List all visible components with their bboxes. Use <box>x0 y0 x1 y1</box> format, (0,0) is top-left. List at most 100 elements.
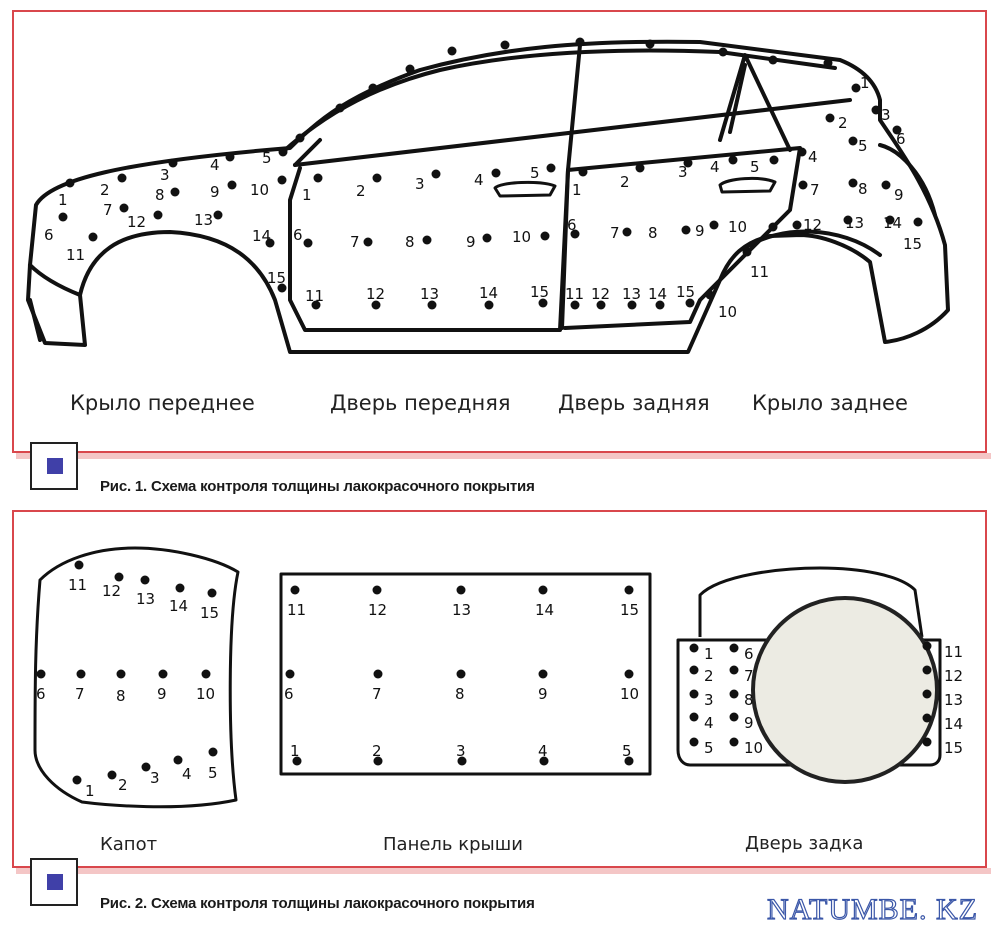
spare-wheel <box>751 596 939 784</box>
measurement-point <box>427 300 437 310</box>
point-number-label: 2 <box>356 182 366 200</box>
point-number-label: 14 <box>944 715 963 733</box>
roof-line <box>283 48 837 152</box>
measurement-point <box>290 585 300 595</box>
point-number-label: 12 <box>803 216 822 234</box>
point-number-label: 10 <box>512 228 531 246</box>
point-number-label: 8 <box>155 186 165 204</box>
point-number-label: 8 <box>116 687 126 705</box>
point-number-label: 3 <box>881 106 891 124</box>
measurement-point <box>792 220 802 230</box>
measurement-point <box>482 233 492 243</box>
point-number-label: 8 <box>858 180 868 198</box>
measurement-point <box>570 229 580 239</box>
point-number-label: 14 <box>252 227 271 245</box>
measurement-point <box>207 588 217 598</box>
part-label-tailgate: Дверь задка <box>745 833 863 854</box>
point-number-label: 7 <box>610 224 620 242</box>
point-number-label: 1 <box>302 186 312 204</box>
measurement-point <box>72 775 82 785</box>
measurement-point <box>447 46 457 56</box>
point-number-label: 8 <box>455 685 465 703</box>
measurement-point <box>922 689 932 699</box>
measurement-point <box>201 669 211 679</box>
measurement-point <box>540 231 550 241</box>
measurement-point <box>313 173 323 183</box>
measurement-point <box>153 210 163 220</box>
point-number-label: 4 <box>182 765 192 783</box>
point-number-label: 9 <box>894 186 904 204</box>
measurement-point <box>368 83 378 93</box>
figure1-frame <box>12 10 987 453</box>
point-number-label: 8 <box>648 224 658 242</box>
measurement-point <box>689 689 699 699</box>
point-number-label: 6 <box>744 645 754 663</box>
measurement-point <box>371 300 381 310</box>
measurement-point <box>848 178 858 188</box>
point-number-label: 5 <box>750 158 760 176</box>
point-number-label: 15 <box>676 283 695 301</box>
measurement-point <box>373 669 383 679</box>
part-label-front-fender: Крыло переднее <box>70 391 255 415</box>
point-number-label: 8 <box>405 233 415 251</box>
measurement-point <box>277 283 287 293</box>
point-number-label: 6 <box>567 216 577 234</box>
measurement-point <box>538 298 548 308</box>
measurement-point <box>596 300 606 310</box>
point-number-label: 15 <box>903 235 922 253</box>
point-number-label: 5 <box>858 137 868 155</box>
measurement-point <box>851 83 861 93</box>
measurement-point <box>292 756 302 766</box>
point-number-label: 2 <box>100 181 110 199</box>
measurement-point <box>158 669 168 679</box>
point-number-label: 3 <box>456 742 466 760</box>
measurement-point <box>655 300 665 310</box>
point-number-label: 13 <box>194 211 213 229</box>
part-label-rear-door: Дверь задняя <box>558 391 710 415</box>
measurement-point <box>484 300 494 310</box>
measurement-point <box>570 300 580 310</box>
measurement-point <box>36 669 46 679</box>
measurement-point <box>825 113 835 123</box>
measurement-point <box>335 103 345 113</box>
measurement-point <box>729 665 739 675</box>
point-number-label: 14 <box>883 214 902 232</box>
point-number-label: 13 <box>452 601 471 619</box>
part-label-roof-panel: Панель крыши <box>383 834 523 855</box>
part-label-rear-fender: Крыло заднее <box>752 391 908 415</box>
point-number-label: 15 <box>620 601 639 619</box>
point-number-label: 7 <box>372 685 382 703</box>
point-number-label: 15 <box>530 283 549 301</box>
measurement-point <box>892 125 902 135</box>
figure2-frame <box>12 510 987 868</box>
point-number-label: 11 <box>944 643 963 661</box>
measurement-point <box>500 40 510 50</box>
measurement-point <box>372 173 382 183</box>
point-number-label: 1 <box>860 74 870 92</box>
measurement-point <box>311 300 321 310</box>
part-label-front-door: Дверь передняя <box>330 391 511 415</box>
point-number-label: 4 <box>210 156 220 174</box>
measurement-point <box>718 47 728 57</box>
measurement-point <box>689 643 699 653</box>
measurement-point <box>768 55 778 65</box>
point-number-label: 2 <box>620 173 630 191</box>
measurement-point <box>885 215 895 225</box>
point-number-label: 6 <box>44 226 54 244</box>
measurement-point <box>372 585 382 595</box>
measurement-point <box>175 583 185 593</box>
measurement-point <box>922 665 932 675</box>
point-number-label: 9 <box>210 183 220 201</box>
point-number-label: 11 <box>287 601 306 619</box>
measurement-point <box>681 225 691 235</box>
measurement-point <box>645 39 655 49</box>
point-number-label: 12 <box>102 582 121 600</box>
measurement-point <box>285 669 295 679</box>
measurement-point <box>277 175 287 185</box>
point-number-label: 7 <box>350 233 360 251</box>
point-number-label: 1 <box>58 191 68 209</box>
measurement-point <box>635 163 645 173</box>
measurement-point <box>278 147 288 157</box>
measurement-point <box>729 643 739 653</box>
measurement-point <box>768 222 778 232</box>
